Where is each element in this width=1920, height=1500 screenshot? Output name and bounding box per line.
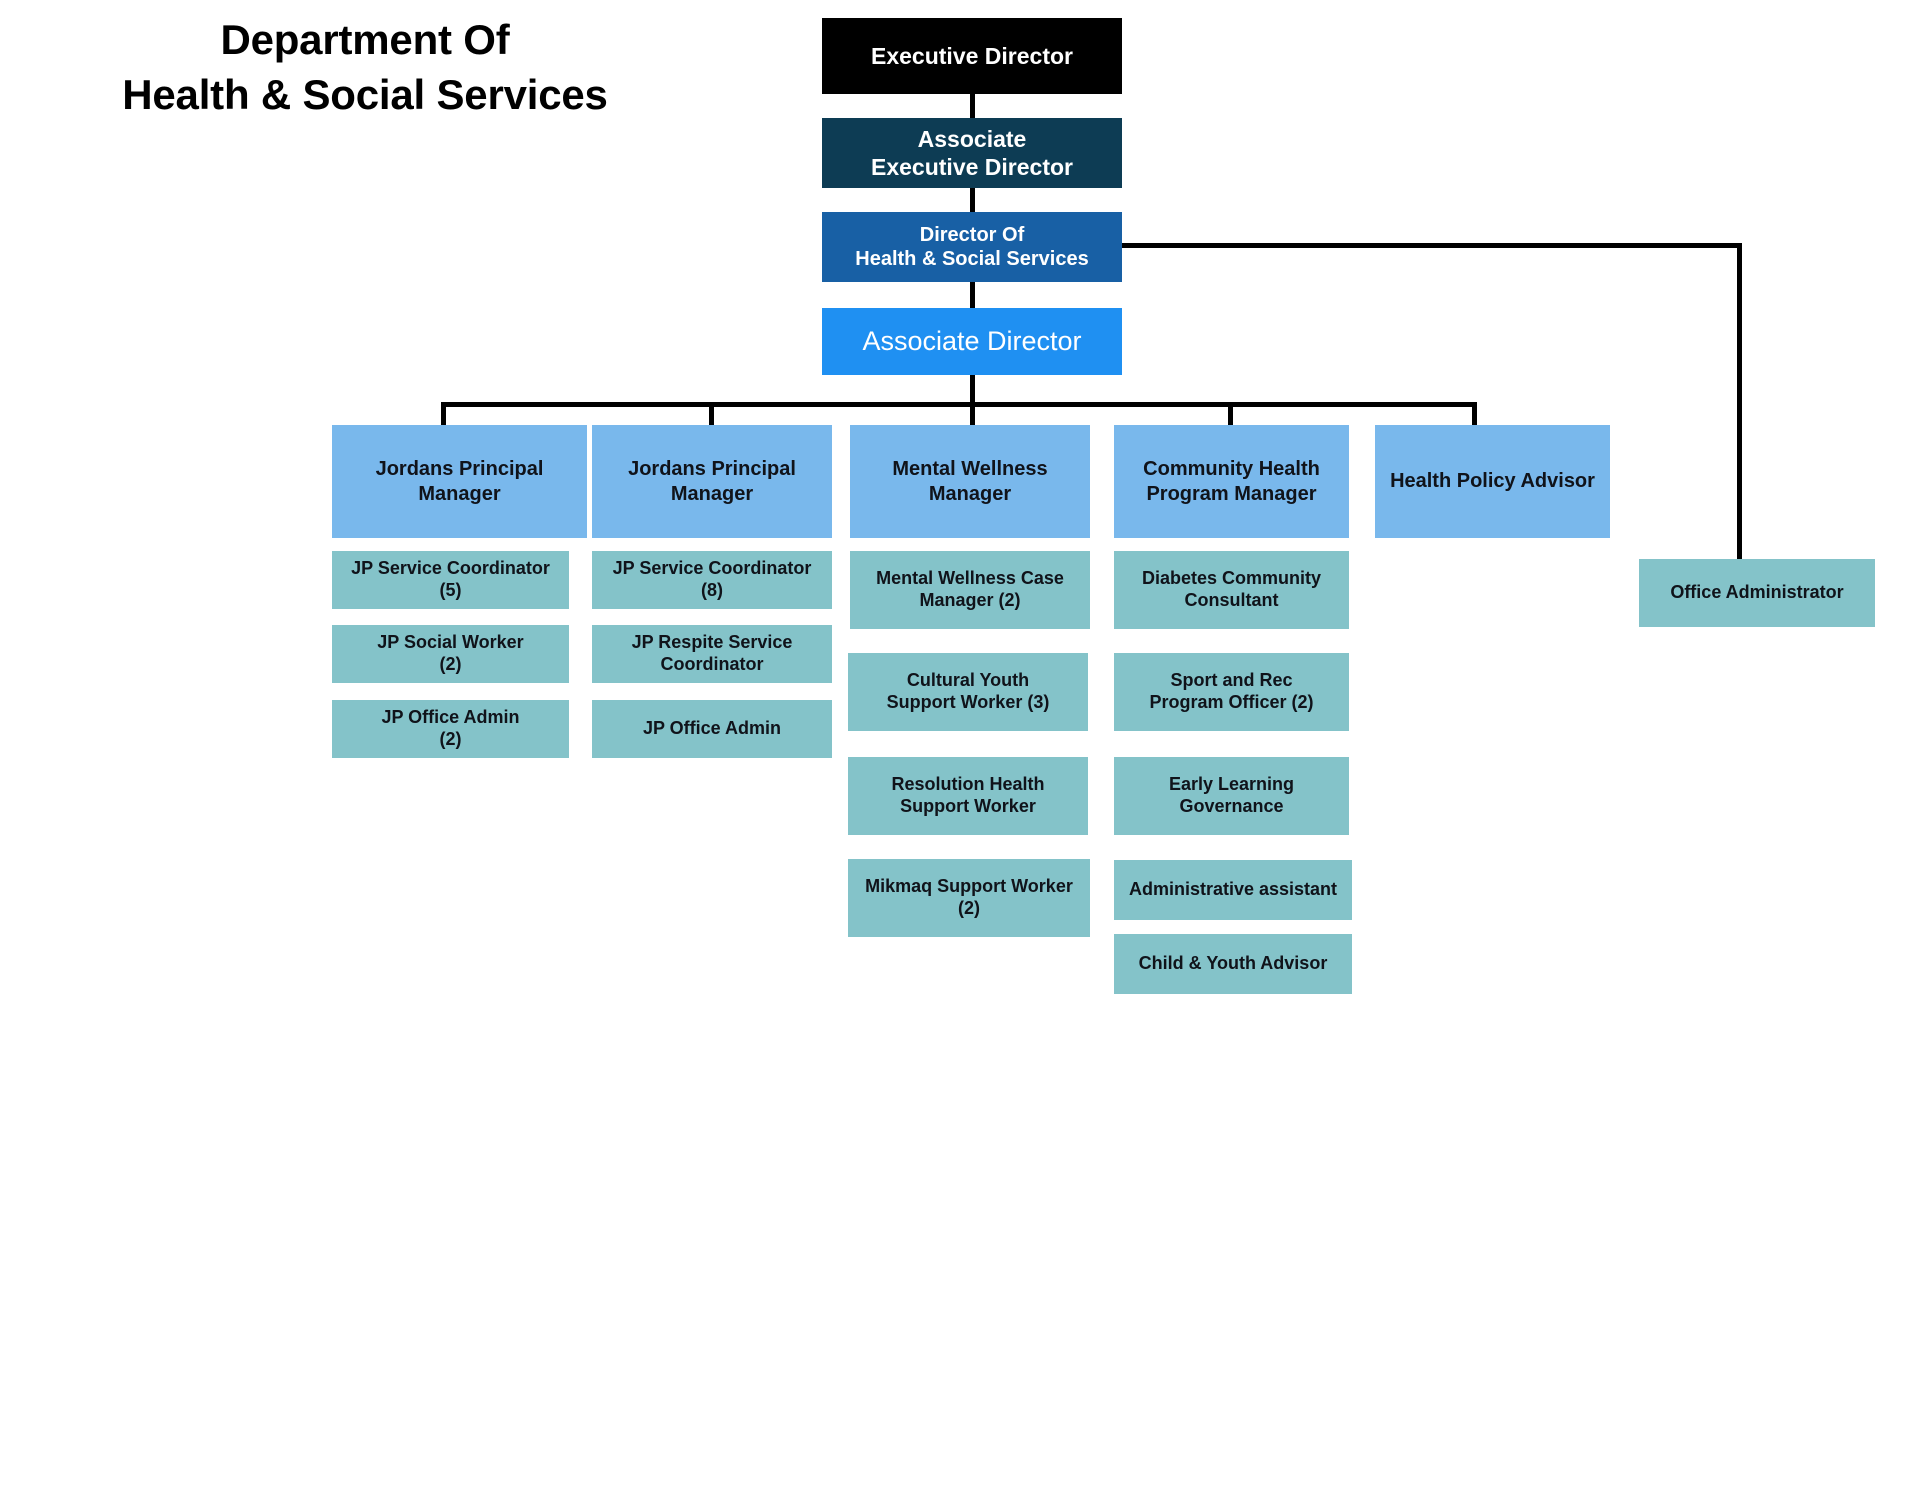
node-executive-director[interactable]: Executive Director [822, 18, 1122, 94]
node-staff-col-3-row-2-line1: Cultural Youth [906, 670, 1030, 691]
connector-director-to-assoc-director [970, 282, 975, 308]
node-staff-col-3-row-4-line2: (2) [958, 898, 980, 918]
node-manager-col-5-line1: Health Policy Advisor [1390, 470, 1595, 493]
node-staff-col-3-row-2-line2: Support Worker (3) [886, 692, 1050, 712]
node-manager-col-1[interactable]: Jordans Principal Manager [332, 425, 587, 538]
node-staff-col-1-row-2[interactable]: JP Social Worker (2) [332, 625, 569, 683]
node-staff-col-4-row-2-line1: Sport and Rec [1170, 670, 1293, 691]
node-associate-executive-director[interactable]: Associate Executive Director [822, 118, 1122, 188]
page-title-line2: Health & Social Services [122, 71, 608, 119]
node-associate-director-label: Associate Director [862, 326, 1082, 357]
node-staff-col-3-row-3-line2: Support Worker [900, 796, 1036, 816]
node-staff-col-1-row-3[interactable]: JP Office Admin (2) [332, 700, 569, 758]
node-staff-col-3-row-1[interactable]: Mental Wellness Case Manager (2) [850, 551, 1090, 629]
node-staff-col-2-row-1-line1: JP Service Coordinator [612, 558, 812, 579]
node-associate-executive-director-line2: Executive Director [871, 154, 1073, 180]
node-staff-col-3-row-1-line2: Manager (2) [919, 590, 1021, 610]
node-staff-col-1-row-3-line1: JP Office Admin [381, 707, 520, 728]
node-staff-col-4-row-4[interactable]: Administrative assistant [1114, 860, 1352, 920]
node-associate-director[interactable]: Associate Director [822, 308, 1122, 375]
connector-director-to-office-admin-horizontal [1122, 243, 1742, 248]
node-staff-col-2-row-2-line2: Coordinator [660, 654, 764, 674]
node-director-line1: Director Of [919, 223, 1025, 246]
node-staff-col-4-row-4-line1: Administrative assistant [1128, 879, 1338, 900]
node-manager-col-2[interactable]: Jordans Principal Manager [592, 425, 832, 538]
connector-assoc-director-stem [970, 375, 975, 405]
node-manager-col-2-line2: Manager [670, 482, 754, 505]
node-manager-col-1-line2: Manager [418, 482, 501, 505]
node-staff-col-4-row-2[interactable]: Sport and Rec Program Officer (2) [1114, 653, 1349, 731]
connector-assoc-exec-to-director [970, 188, 975, 212]
node-manager-col-3-line2: Manager [928, 482, 1012, 505]
node-manager-col-5[interactable]: Health Policy Advisor [1375, 425, 1610, 538]
connector-drop-col-1 [441, 402, 446, 425]
node-staff-col-2-row-2[interactable]: JP Respite Service Coordinator [592, 625, 832, 683]
connector-manager-bus [441, 402, 1477, 407]
node-staff-col-4-row-3[interactable]: Early Learning Governance [1114, 757, 1349, 835]
node-staff-col-3-row-1-line1: Mental Wellness Case [876, 568, 1064, 589]
node-staff-col-3-row-3-line1: Resolution Health [891, 774, 1045, 795]
node-executive-director-label: Executive Director [871, 42, 1073, 69]
node-staff-col-1-row-3-line2: (2) [439, 729, 462, 749]
node-manager-col-3-line1: Mental Wellness [892, 458, 1048, 481]
node-staff-col-4-row-2-line2: Program Officer (2) [1149, 692, 1314, 712]
node-staff-col-3-row-2[interactable]: Cultural Youth Support Worker (3) [848, 653, 1088, 731]
node-staff-col-2-row-3-line1: JP Office Admin [642, 718, 782, 739]
connector-exec-to-assoc-exec [970, 94, 975, 118]
node-staff-col-2-row-2-line1: JP Respite Service [631, 632, 793, 653]
node-staff-col-4-row-1-line1: Diabetes Community [1141, 568, 1322, 589]
connector-drop-col-2 [709, 402, 714, 425]
connector-drop-col-3 [970, 402, 975, 425]
node-manager-col-2-line1: Jordans Principal [628, 458, 796, 481]
node-staff-col-4-row-1-line2: Consultant [1184, 590, 1279, 610]
node-associate-executive-director-line1: Associate [917, 125, 1027, 152]
node-manager-col-1-line1: Jordans Principal [375, 458, 544, 481]
connector-director-to-office-admin-vertical [1737, 243, 1742, 560]
node-director-line2: Health & Social Services [855, 248, 1089, 270]
page-title-line1: Department Of [220, 16, 510, 63]
node-staff-col-4-row-1[interactable]: Diabetes Community Consultant [1114, 551, 1349, 629]
node-office-administrator[interactable]: Office Administrator [1639, 559, 1875, 627]
node-staff-col-1-row-1[interactable]: JP Service Coordinator (5) [332, 551, 569, 609]
node-staff-col-2-row-3[interactable]: JP Office Admin [592, 700, 832, 758]
node-staff-col-3-row-3[interactable]: Resolution Health Support Worker [848, 757, 1088, 835]
node-staff-col-2-row-1-line2: (8) [701, 580, 723, 600]
node-staff-col-4-row-5[interactable]: Child & Youth Advisor [1114, 934, 1352, 994]
node-staff-col-3-row-4[interactable]: Mikmaq Support Worker (2) [848, 859, 1090, 937]
connector-drop-col-4 [1228, 402, 1233, 425]
node-manager-col-4-line2: Program Manager [1146, 482, 1317, 505]
node-staff-col-3-row-4-line1: Mikmaq Support Worker [865, 876, 1073, 897]
node-staff-col-1-row-2-line1: JP Social Worker [377, 632, 524, 653]
node-staff-col-1-row-1-line1: JP Service Coordinator [351, 558, 550, 579]
node-manager-col-3[interactable]: Mental Wellness Manager [850, 425, 1090, 538]
connector-drop-col-5 [1472, 402, 1477, 425]
node-manager-col-4-line1: Community Health [1143, 458, 1320, 481]
node-director-health-social-services[interactable]: Director Of Health & Social Services [822, 212, 1122, 282]
node-staff-col-1-row-1-line2: (5) [439, 580, 462, 600]
node-staff-col-2-row-1[interactable]: JP Service Coordinator (8) [592, 551, 832, 609]
node-staff-col-4-row-5-line1: Child & Youth Advisor [1138, 953, 1328, 974]
node-staff-col-4-row-3-line1: Early Learning [1168, 774, 1295, 795]
node-office-administrator-label: Office Administrator [1670, 582, 1844, 603]
node-manager-col-4[interactable]: Community Health Program Manager [1114, 425, 1349, 538]
page-title: Department Of Health & Social Services [55, 12, 675, 123]
node-staff-col-4-row-3-line2: Governance [1179, 796, 1284, 816]
node-staff-col-1-row-2-line2: (2) [439, 654, 462, 674]
